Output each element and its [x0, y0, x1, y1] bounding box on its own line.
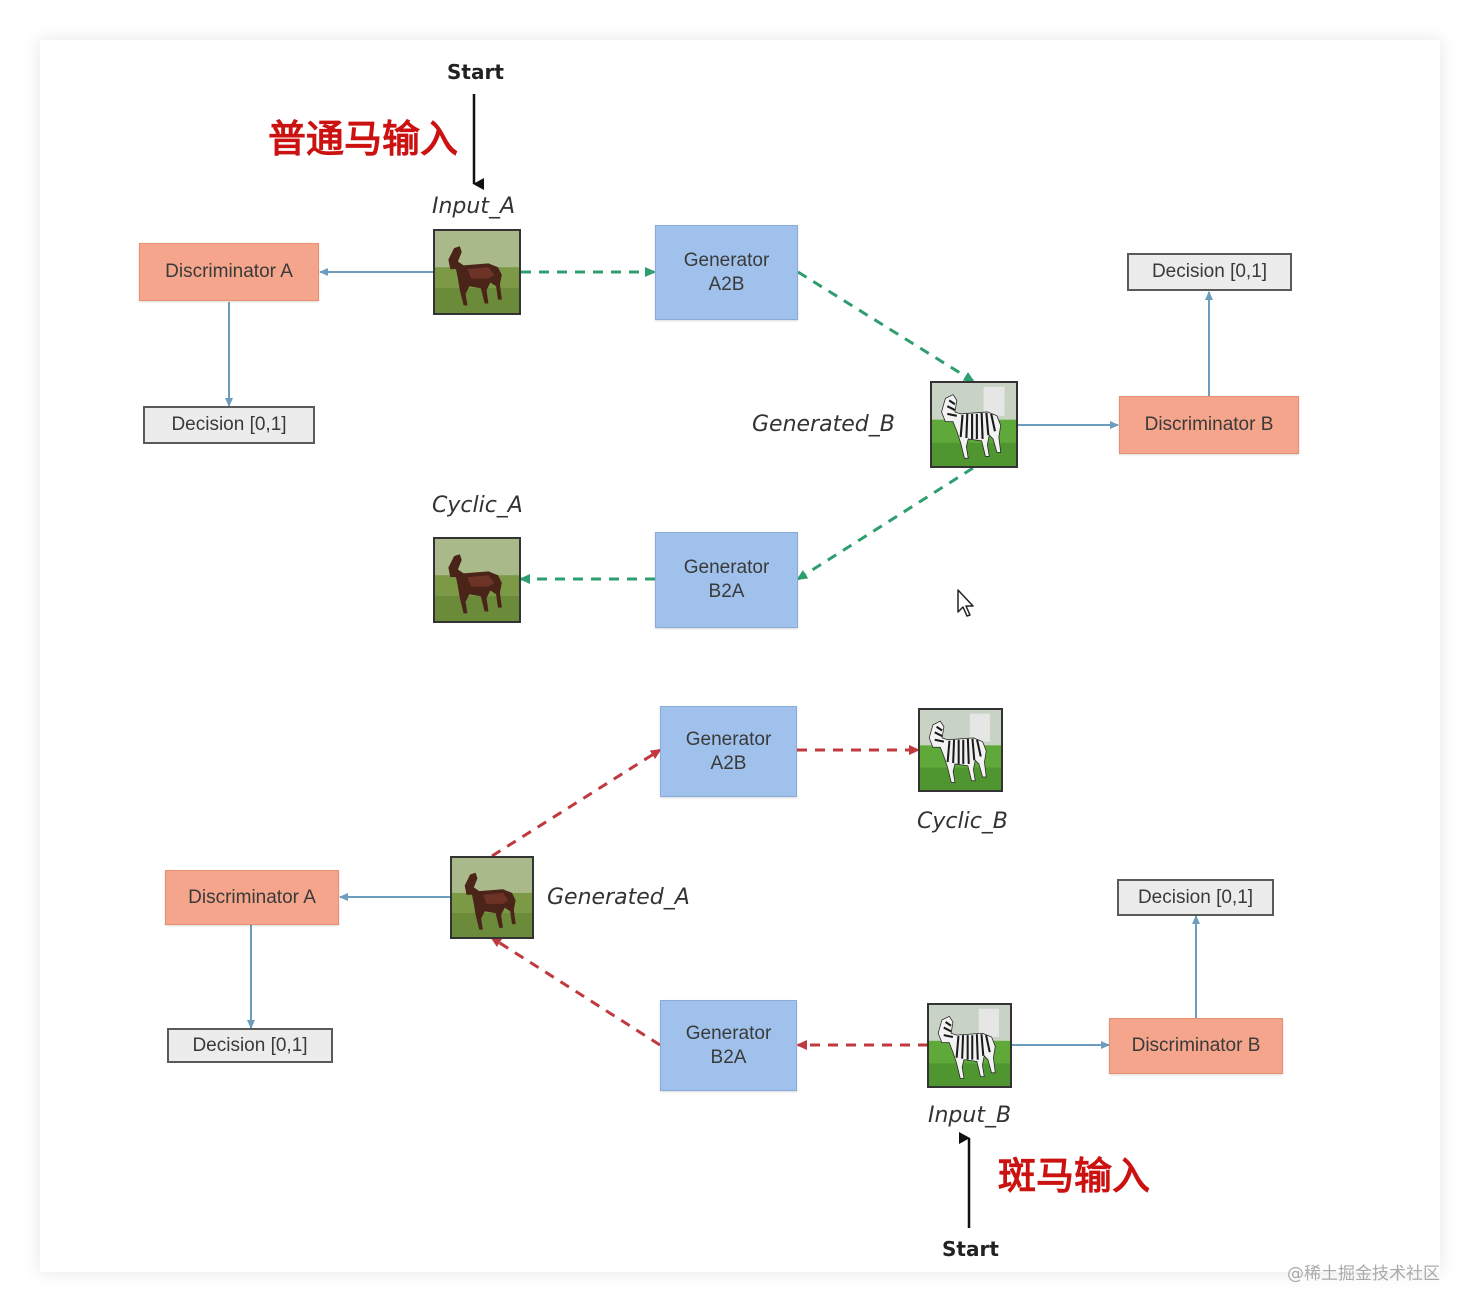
decision-a-bottom: Decision [0,1] [167, 1028, 333, 1063]
input-a-label: Input_A [432, 194, 516, 219]
cyclic-b-label: Cyclic_B [917, 809, 1008, 834]
generator-a2b-bottom: Generator A2B [660, 706, 797, 797]
generator-b2a-bottom: Generator B2A [660, 1000, 797, 1091]
generator-a2b-top: Generator A2B [655, 225, 798, 320]
mouse-cursor-icon [957, 589, 974, 617]
arrow-generateda-to-gena2b [491, 748, 662, 858]
decision-a-top: Decision [0,1] [143, 406, 315, 444]
arrow-genb2a-to-generateda [490, 936, 661, 1047]
cyclic-a-image [433, 537, 521, 623]
generated-a-label: Generated_A [547, 885, 690, 910]
decision-b-bottom: Decision [0,1] [1117, 879, 1274, 916]
start-label-bottom: Start [942, 1237, 999, 1261]
cyclic-b-image [918, 708, 1003, 792]
start-label-top: Start [447, 60, 504, 84]
generated-b-image [930, 381, 1018, 468]
arrow-generatedb-to-genb2a [796, 466, 974, 581]
generator-b2a-top: Generator B2A [655, 532, 798, 628]
discriminator-a-top: Discriminator A [139, 243, 319, 301]
input-b-label: Input_B [928, 1103, 1012, 1128]
input-b-image [927, 1003, 1012, 1088]
input-a-image [433, 229, 521, 315]
discriminator-a-bottom: Discriminator A [165, 870, 339, 925]
cyclic-a-label: Cyclic_A [432, 493, 523, 518]
watermark: @稀土掘金技术社区 [1287, 1264, 1440, 1284]
discriminator-b-top: Discriminator B [1119, 396, 1299, 454]
generated-a-image [450, 856, 534, 939]
discriminator-b-bottom: Discriminator B [1109, 1018, 1283, 1074]
arrow-gena2b-to-generatedb [797, 270, 975, 383]
generated-b-label: Generated_B [752, 412, 895, 437]
horse-input-annotation: 普通马输入 [268, 117, 459, 161]
decision-b-top: Decision [0,1] [1127, 253, 1292, 291]
zebra-input-annotation: 斑马输入 [998, 1154, 1151, 1198]
